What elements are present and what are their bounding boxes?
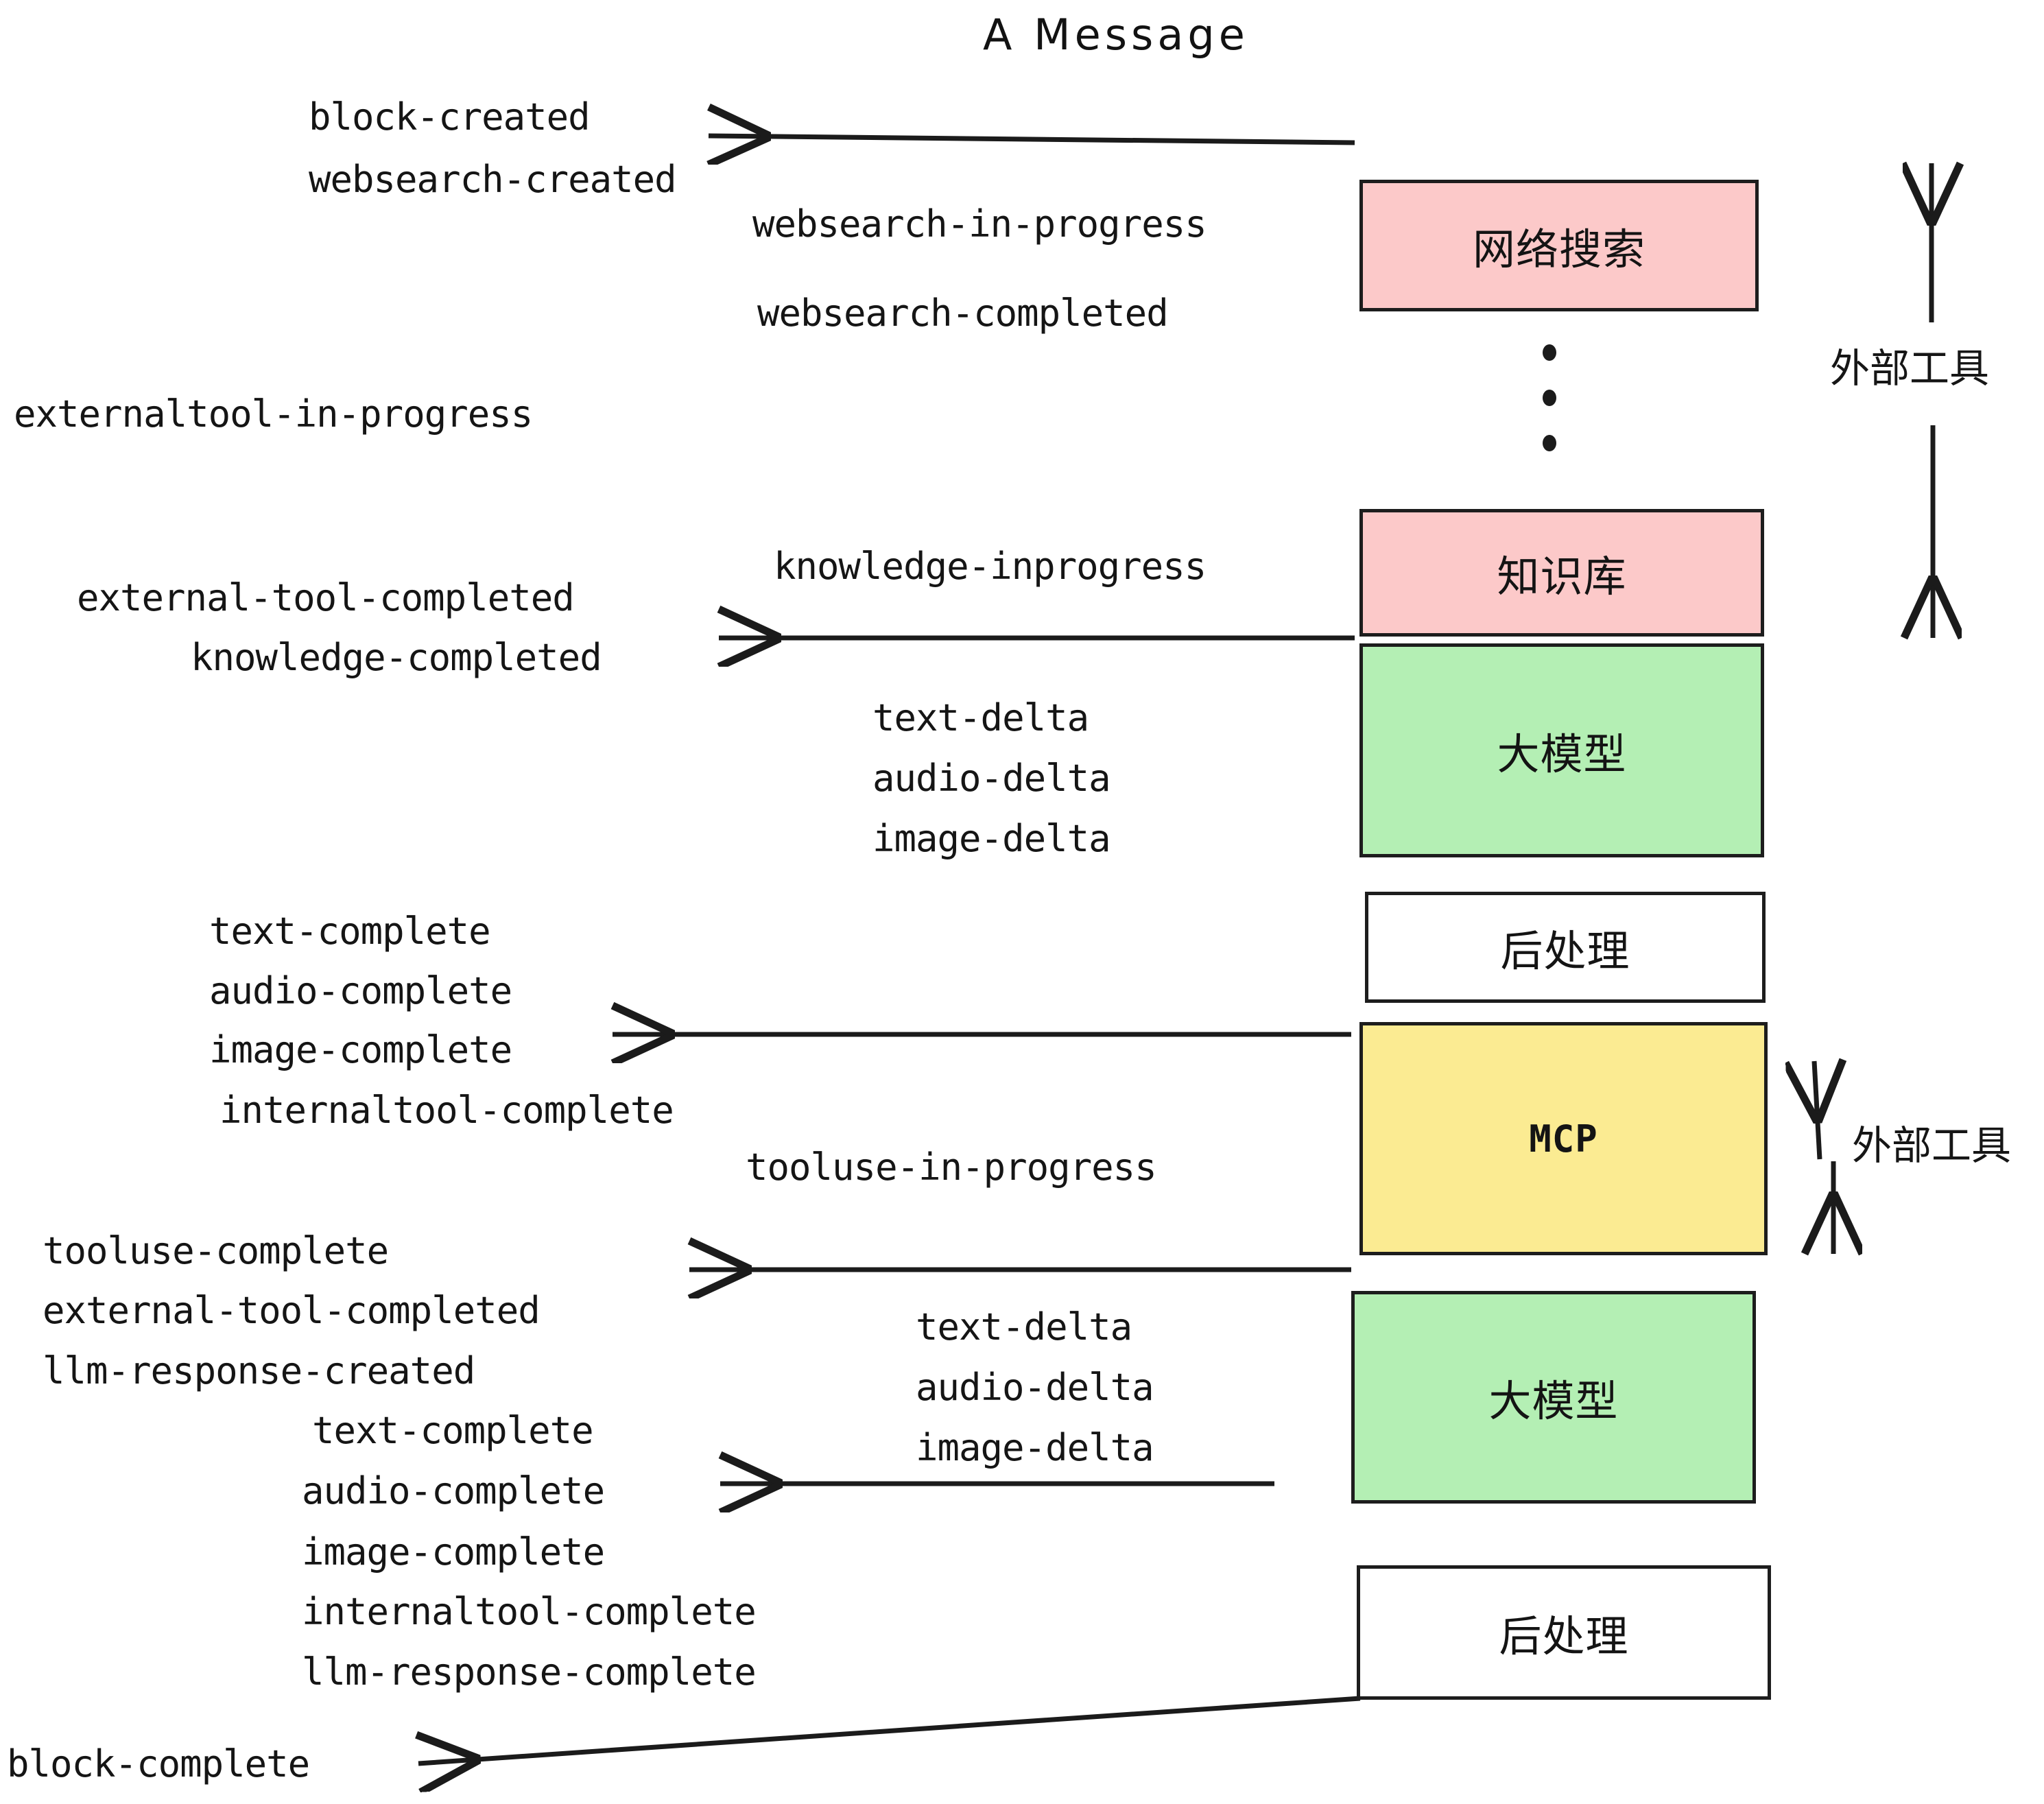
event-block-created: block-created [309, 95, 591, 139]
event-audio-delta-1: audio-delta [872, 757, 1111, 800]
ellipsis-dot [1543, 344, 1556, 361]
event-text-complete-1: text-complete [209, 910, 491, 953]
event-external-tool-completed-2: external-tool-completed [43, 1289, 540, 1332]
event-knowledge-completed: knowledge-completed [191, 636, 602, 679]
event-internaltool-complete-1: internaltool-complete [219, 1089, 674, 1132]
event-text-delta-1: text-delta [872, 696, 1089, 739]
event-audio-complete-2: audio-complete [302, 1469, 605, 1512]
event-block-complete: block-complete [7, 1742, 310, 1785]
event-external-tool-completed-1: external-tool-completed [77, 576, 575, 619]
node-postprocess-1-label: 后处理 [1500, 926, 1630, 976]
event-websearch-completed: websearch-completed [757, 292, 1169, 335]
node-postprocess-1[interactable]: 后处理 [1365, 892, 1766, 1003]
event-websearch-in-progress: websearch-in-progress [752, 202, 1207, 246]
event-text-complete-2: text-complete [312, 1409, 594, 1452]
ellipsis-dot [1543, 435, 1556, 451]
node-mcp[interactable]: MCP [1359, 1022, 1768, 1255]
arrow-external-tools-bottom-up [1814, 1061, 1820, 1160]
event-text-delta-2: text-delta [916, 1305, 1132, 1349]
node-llm-1-label: 大模型 [1497, 729, 1627, 779]
event-image-complete-2: image-complete [302, 1530, 605, 1574]
event-llm-response-complete: llm-response-complete [302, 1650, 757, 1694]
event-internaltool-complete-2: internaltool-complete [302, 1590, 757, 1633]
node-knowledge-label: 知识库 [1497, 551, 1627, 602]
node-llm-2[interactable]: 大模型 [1351, 1291, 1756, 1504]
event-websearch-created: websearch-created [309, 158, 677, 201]
arrow-websearch-created [709, 136, 1355, 143]
node-llm-2-label: 大模型 [1488, 1376, 1619, 1426]
side-label-external-tools-bottom: 外部工具 [1852, 1122, 2012, 1169]
event-llm-response-created: llm-response-created [43, 1349, 475, 1392]
node-websearch-label: 网络搜索 [1472, 224, 1645, 274]
event-audio-complete-1: audio-complete [209, 969, 512, 1012]
node-postprocess-2[interactable]: 后处理 [1357, 1565, 1771, 1700]
page-title: A Message [983, 10, 1249, 60]
node-llm-1[interactable]: 大模型 [1359, 643, 1764, 857]
event-image-complete-1: image-complete [209, 1028, 512, 1071]
arrow-block-complete [418, 1696, 1361, 1764]
event-audio-delta-2: audio-delta [916, 1366, 1154, 1409]
event-tooluse-in-progress: tooluse-in-progress [746, 1146, 1157, 1189]
node-mcp-label: MCP [1529, 1117, 1598, 1161]
event-knowledge-inprogress: knowledge-inprogress [774, 545, 1207, 588]
event-image-delta-1: image-delta [872, 817, 1111, 860]
event-externaltool-in-progress: externaltool-in-progress [14, 392, 533, 436]
node-knowledge[interactable]: 知识库 [1359, 509, 1764, 637]
event-image-delta-2: image-delta [916, 1426, 1154, 1469]
ellipsis-dot [1543, 390, 1556, 406]
vertical-ellipsis [1542, 344, 1557, 451]
node-websearch[interactable]: 网络搜索 [1359, 180, 1759, 311]
event-tooluse-complete: tooluse-complete [43, 1229, 389, 1272]
node-postprocess-2-label: 后处理 [1499, 1611, 1629, 1661]
side-label-external-tools-top: 外部工具 [1830, 345, 1990, 392]
